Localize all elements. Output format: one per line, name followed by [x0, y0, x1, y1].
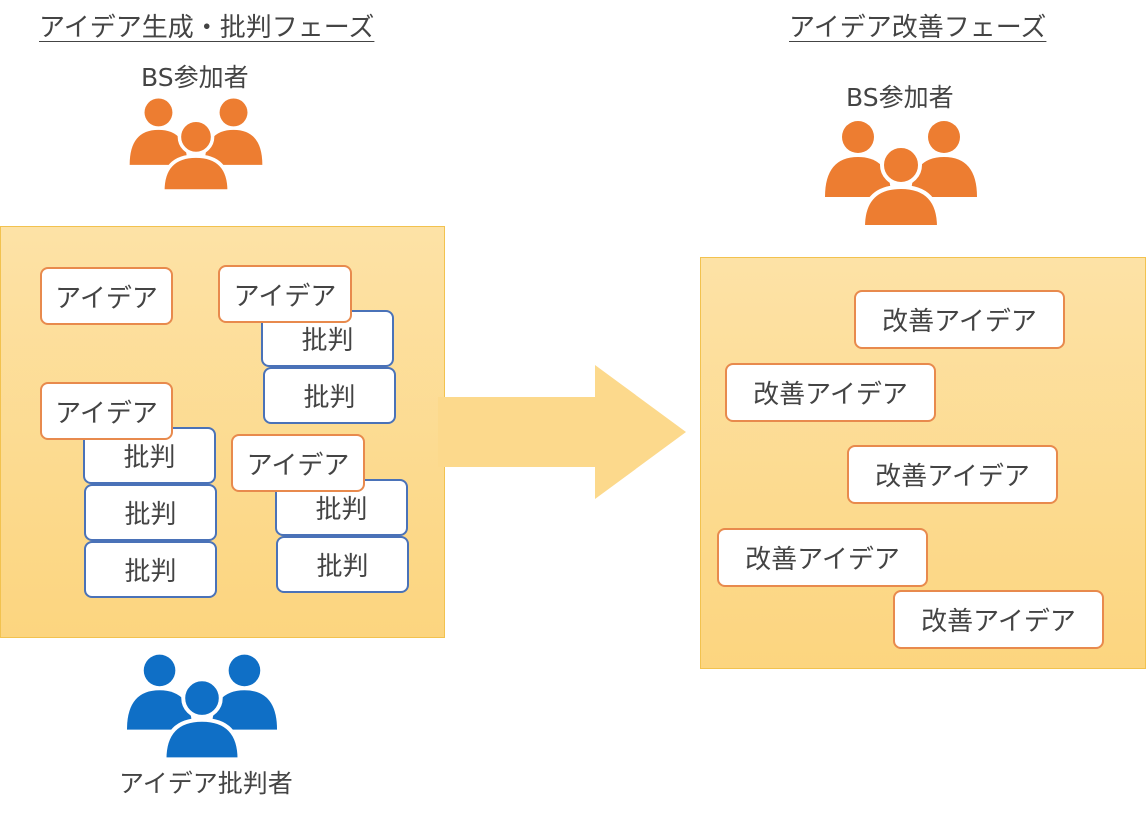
improved-idea-card: 改善アイデア — [725, 363, 936, 422]
improved-idea-card: 改善アイデア — [847, 445, 1058, 504]
left-participants-label: BS参加者 — [141, 63, 249, 92]
critique-card: 批判 — [84, 484, 217, 541]
idea-card: アイデア — [231, 434, 365, 492]
improved-idea-card: 改善アイデア — [854, 290, 1065, 349]
right-phase-title: アイデア改善フェーズ — [789, 13, 1047, 43]
right-participants-icon — [823, 116, 979, 228]
people-group-icon — [126, 654, 278, 760]
improved-idea-card: 改善アイデア — [717, 528, 928, 587]
critics-label: アイデア批判者 — [119, 769, 293, 798]
critique-card: 批判 — [84, 541, 217, 598]
critique-card: 批判 — [263, 367, 396, 424]
left-participants-icon — [118, 95, 274, 191]
people-group-icon — [129, 98, 263, 191]
idea-card: アイデア — [40, 382, 173, 440]
right-participants-label: BS参加者 — [846, 83, 954, 112]
critique-card: 批判 — [276, 536, 409, 593]
left-phase-title: アイデア生成・批判フェーズ — [39, 13, 375, 43]
critics-icon — [125, 650, 279, 760]
people-group-icon — [825, 121, 977, 228]
transition-arrow — [438, 365, 688, 499]
idea-card: アイデア — [218, 265, 352, 323]
idea-card: アイデア — [40, 267, 173, 325]
improved-idea-card: 改善アイデア — [893, 590, 1104, 649]
right-arrow-icon — [438, 365, 686, 499]
